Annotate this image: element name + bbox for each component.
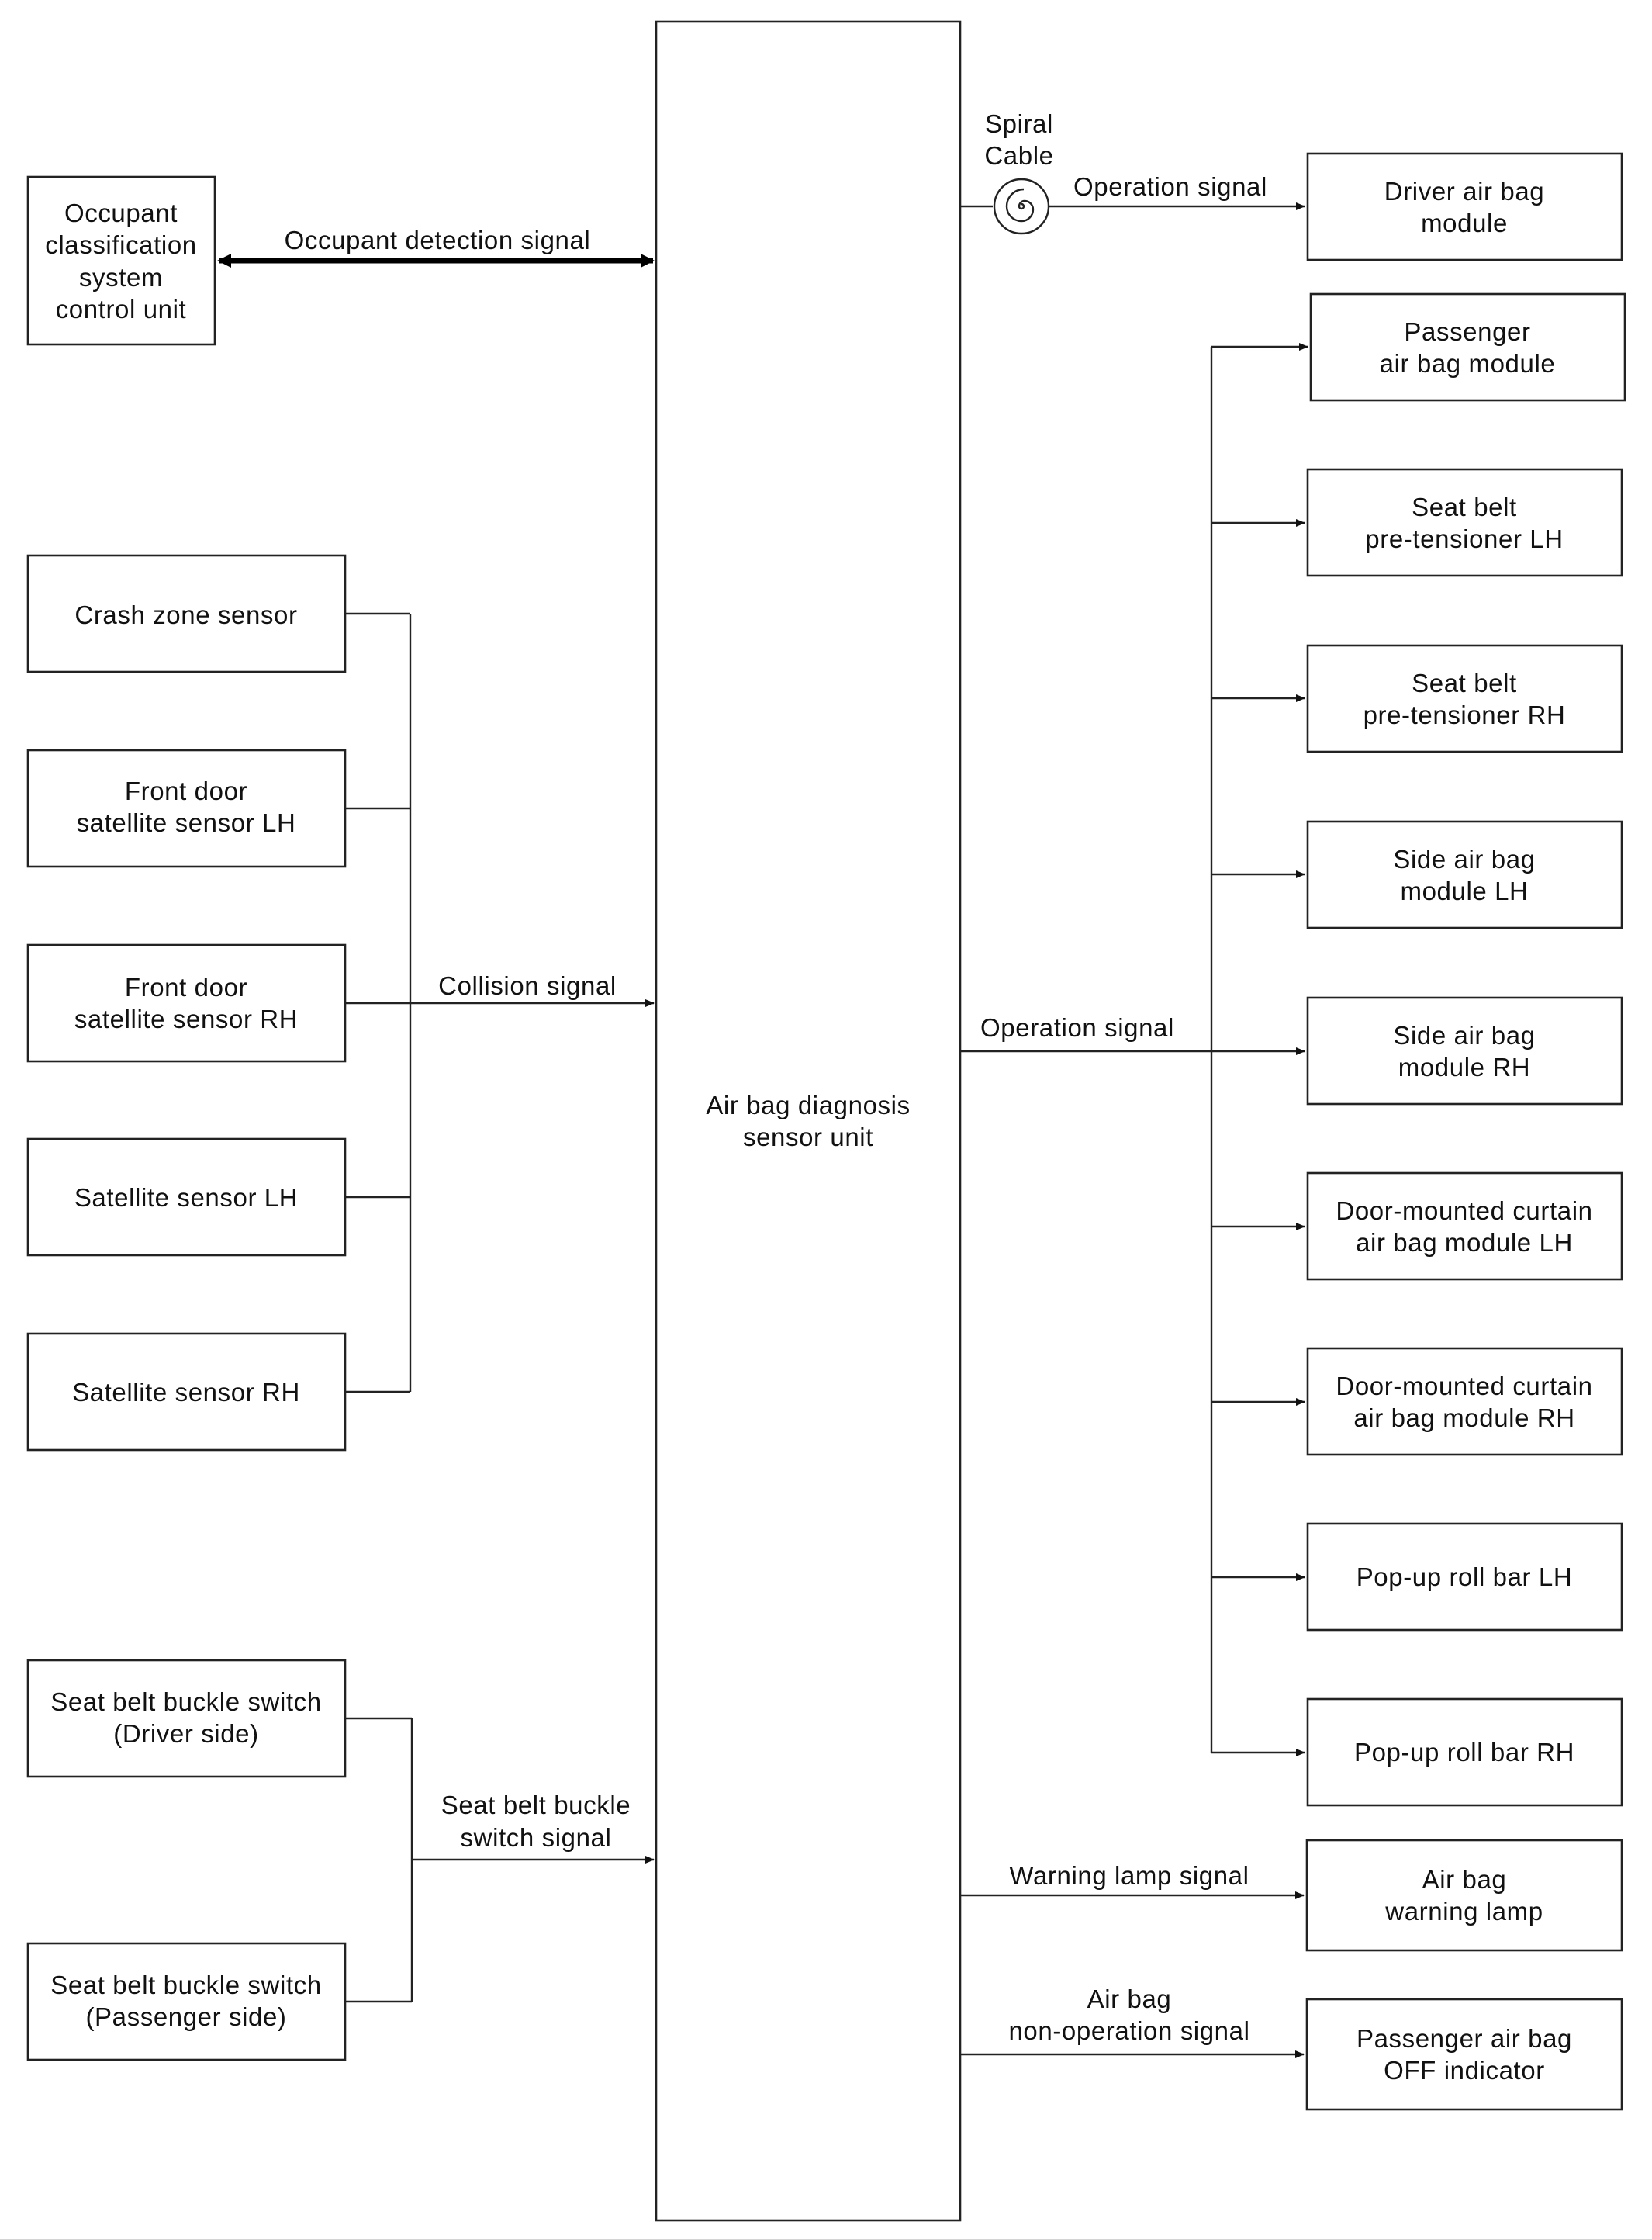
buckle-passenger-line2: (Passenger side) [85,2002,286,2031]
curtain-lh-box [1306,1171,1623,1281]
seat-belt-pretensioner-rh: Seat belt pre-tensioner RH [1306,644,1623,753]
passenger-air-bag-box [1309,292,1626,402]
air-bag-warning-lamp: Air bag warning lamp [1305,1839,1623,1952]
buckle-passenger-line1: Seat belt buckle switch [50,1971,321,1999]
passenger-air-bag-line2: air bag module [1380,349,1556,378]
side-air-bag-module-rh: Side air bag module RH [1306,996,1623,1106]
passenger-air-bag-module: Passenger air bag module [1309,292,1626,402]
occupant-unit-line2: classification [45,230,196,259]
pretensioner-lh-box [1306,468,1623,577]
pretensioner-rh-line2: pre-tensioner RH [1363,701,1566,729]
buckle-driver-line1: Seat belt buckle switch [50,1687,321,1716]
warning-lamp-line1: Air bag [1422,1865,1507,1894]
occupant-unit-line4: control unit [56,295,187,324]
warning-lamp-signal-label: Warning lamp signal [1009,1861,1249,1890]
spiral-cable-icon [993,178,1050,235]
front-door-lh-line1: Front door [125,777,247,805]
front-door-lh-line2: satellite sensor LH [77,808,296,837]
main-diagnosis-unit: Air bag diagnosis sensor unit [655,20,962,2222]
front-door-rh-line2: satellite sensor RH [74,1005,298,1033]
driver-air-bag-line2: module [1421,209,1508,237]
seat-belt-pretensioner-lh: Seat belt pre-tensioner LH [1306,468,1623,577]
front-door-lh-box [26,749,347,868]
crash-zone-sensor: Crash zone sensor [26,554,347,673]
operation-signal-wiring [960,343,1308,1756]
pop-up-roll-bar-rh: Pop-up roll bar RH [1306,1697,1623,1807]
crash-zone-sensor-box [26,554,347,673]
seat-belt-buckle-switch-driver: Seat belt buckle switch (Driver side) [26,1659,347,1778]
pretensioner-rh-box [1306,644,1623,753]
buckle-driver-box [26,1659,347,1778]
driver-air-bag-line1: Driver air bag [1384,177,1544,206]
pop-up-roll-bar-lh: Pop-up roll bar LH [1306,1522,1623,1632]
passenger-air-bag-off-indicator: Passenger air bag OFF indicator [1305,1998,1623,2111]
curtain-rh-line1: Door-mounted curtain [1336,1372,1592,1400]
rollbar-rh-box [1306,1697,1623,1807]
driver-air-bag-box [1306,152,1623,261]
rollbar-lh-box [1306,1522,1623,1632]
crash-zone-sensor-label: Crash zone sensor [74,600,297,629]
rollbar-lh-label: Pop-up roll bar LH [1357,1562,1573,1591]
front-door-rh-line1: Front door [125,973,247,1002]
occupant-unit-line3: system [79,263,163,292]
satellite-sensor-rh: Satellite sensor RH [26,1332,347,1452]
door-mounted-curtain-air-bag-rh: Door-mounted curtain air bag module RH [1306,1347,1623,1456]
non-operation-label-line1: Air bag [1087,1985,1172,2013]
occupant-unit-line1: Occupant [64,199,178,227]
side-air-bag-lh-box [1306,820,1623,929]
passenger-air-bag-line1: Passenger [1404,317,1530,346]
side-air-bag-lh-line1: Side air bag [1393,845,1535,874]
buckle-signal-label-line2: switch signal [461,1823,612,1852]
side-air-bag-rh-line1: Side air bag [1393,1021,1535,1050]
non-operation-label-line2: non-operation signal [1008,2016,1249,2045]
curtain-rh-line2: air bag module RH [1353,1403,1574,1432]
main-unit-label-line2: sensor unit [743,1123,873,1151]
satellite-rh-label: Satellite sensor RH [72,1378,300,1407]
occupant-detection-signal-label: Occupant detection signal [285,226,591,254]
satellite-sensor-lh: Satellite sensor LH [26,1137,347,1257]
collision-signal-label: Collision signal [438,971,617,1000]
main-unit-box [655,20,962,2222]
main-unit-label-line1: Air bag diagnosis [706,1091,910,1120]
warning-lamp-box [1305,1839,1623,1952]
off-indicator-box [1305,1998,1623,2111]
curtain-rh-box [1306,1347,1623,1456]
side-air-bag-module-lh: Side air bag module LH [1306,820,1623,929]
spiral-cable-label-line2: Cable [984,141,1053,170]
pretensioner-lh-line1: Seat belt [1412,493,1517,521]
curtain-lh-line2: air bag module LH [1356,1228,1573,1257]
spiral-cable-label-line1: Spiral [985,109,1053,138]
occupant-unit-box [26,175,216,346]
rollbar-rh-label: Pop-up roll bar RH [1354,1738,1574,1767]
side-air-bag-lh-line2: module LH [1401,877,1529,905]
pretensioner-rh-line1: Seat belt [1412,669,1517,697]
satellite-lh-label: Satellite sensor LH [74,1183,298,1212]
front-door-rh-box [26,943,347,1063]
pretensioner-lh-line2: pre-tensioner LH [1365,524,1563,553]
occupant-classification-unit: Occupant classification system control u… [26,175,216,346]
buckle-passenger-box [26,1942,347,2061]
door-mounted-curtain-air-bag-lh: Door-mounted curtain air bag module LH [1306,1171,1623,1281]
driver-air-bag-module: Driver air bag module [1306,152,1623,261]
buckle-driver-line2: (Driver side) [113,1719,258,1748]
buckle-signal-label-line1: Seat belt buckle [441,1791,631,1819]
front-door-satellite-sensor-rh: Front door satellite sensor RH [26,943,347,1063]
side-air-bag-rh-box [1306,996,1623,1106]
seat-belt-buckle-switch-passenger: Seat belt buckle switch (Passenger side) [26,1942,347,2061]
operation-signal-mid-label: Operation signal [980,1013,1174,1042]
curtain-lh-line1: Door-mounted curtain [1336,1196,1592,1225]
off-indicator-line1: Passenger air bag [1357,2024,1572,2053]
collision-signal-wiring [345,612,655,1393]
side-air-bag-rh-line2: module RH [1398,1053,1530,1081]
operation-signal-top-label: Operation signal [1073,172,1267,201]
front-door-satellite-sensor-lh: Front door satellite sensor LH [26,749,347,868]
buckle-signal-wiring [345,1717,655,2003]
warning-lamp-line2: warning lamp [1384,1897,1543,1926]
off-indicator-line2: OFF indicator [1384,2056,1545,2085]
